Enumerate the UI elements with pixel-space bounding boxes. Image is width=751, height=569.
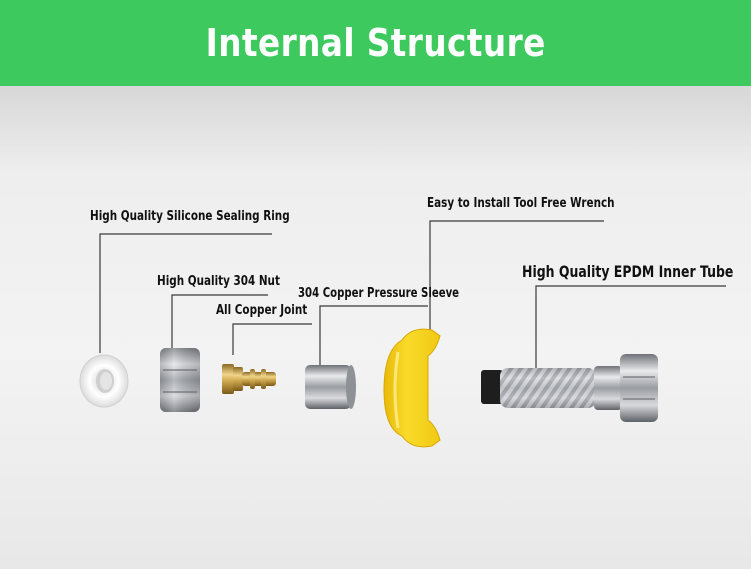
leader-line-pressure-sleeve xyxy=(319,305,428,365)
leader-line-nut xyxy=(171,294,268,348)
label-epdm-inner-tube: High Quality EPDM Inner Tube xyxy=(522,262,734,281)
leader-lines xyxy=(99,220,726,374)
label-pressure-sleeve: 304 Copper Pressure Sleeve xyxy=(298,286,460,301)
leader-line-silicone-ring xyxy=(99,233,272,353)
copper-joint xyxy=(222,364,276,394)
leader-line-copper-joint xyxy=(232,323,312,355)
title-banner: Internal Structure xyxy=(0,0,751,86)
braided-hose-with-epdm-tube xyxy=(481,354,658,422)
label-silicone-sealing-ring: High Quality Silicone Sealing Ring xyxy=(90,209,290,224)
leader-line-inner-tube xyxy=(535,285,726,374)
label-copper-joint: All Copper Joint xyxy=(216,303,308,318)
tool-free-wrench xyxy=(383,328,441,448)
leader-line-wrench xyxy=(429,220,604,330)
silicone-sealing-ring xyxy=(79,354,129,408)
label-304-nut: High Quality 304 Nut xyxy=(157,274,280,289)
steel-nut xyxy=(160,348,200,412)
product-photo-area xyxy=(0,86,751,569)
pressure-sleeve xyxy=(305,365,356,409)
page-title: Internal Structure xyxy=(205,21,546,65)
label-tool-free-wrench: Easy to Install Tool Free Wrench xyxy=(427,196,615,211)
